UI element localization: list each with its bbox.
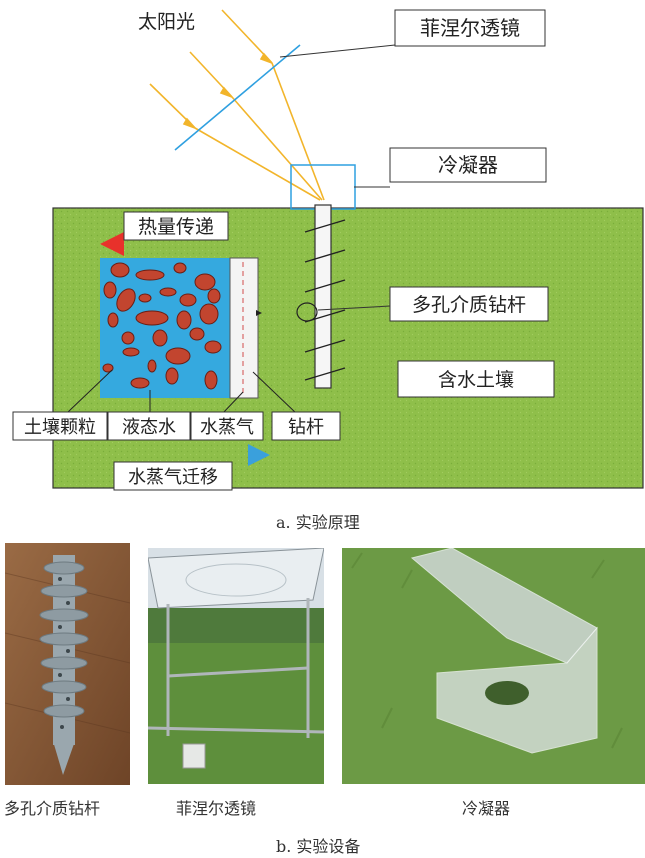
sun-rays bbox=[150, 10, 324, 200]
drill-rod-label: 钻杆 bbox=[288, 417, 324, 438]
photo-caption-condenser: 冷凝器 bbox=[462, 795, 510, 819]
caption-equipment: b. 实验设备 bbox=[276, 833, 360, 857]
photo-caption-rod: 多孔介质钻杆 bbox=[4, 795, 100, 819]
condenser-label: 冷凝器 bbox=[438, 153, 498, 177]
photo-caption-lens: 菲涅尔透镜 bbox=[176, 795, 256, 819]
porous-rod-label: 多孔介质钻杆 bbox=[412, 294, 526, 316]
liquid-water-label: 液态水 bbox=[122, 417, 176, 438]
sunlight-label: 太阳光 bbox=[138, 11, 195, 33]
label-fresnel: 菲涅尔透镜 bbox=[280, 10, 545, 57]
fresnel-lens-line bbox=[175, 45, 300, 150]
soil-particles-label: 土壤颗粒 bbox=[24, 417, 96, 438]
fresnel-lens-label: 菲涅尔透镜 bbox=[420, 16, 520, 40]
vapor-migration-label: 水蒸气迁移 bbox=[128, 467, 218, 488]
heat-transfer-label: 热量传递 bbox=[138, 216, 214, 238]
water-vapor-label: 水蒸气 bbox=[200, 417, 254, 438]
fresnel-lens-rig-photo bbox=[148, 548, 324, 784]
vapor-zone bbox=[230, 258, 258, 398]
principle-diagram: 菲涅尔透镜 太阳光 冷凝器 bbox=[0, 0, 645, 520]
caption-principle: a. 实验原理 bbox=[276, 509, 360, 533]
condenser-photo bbox=[342, 548, 645, 784]
condenser-box bbox=[291, 165, 355, 209]
label-condenser: 冷凝器 bbox=[354, 148, 546, 187]
porous-drill-rod-photo bbox=[5, 543, 130, 785]
wet-soil-label: 含水土壤 bbox=[438, 369, 514, 391]
